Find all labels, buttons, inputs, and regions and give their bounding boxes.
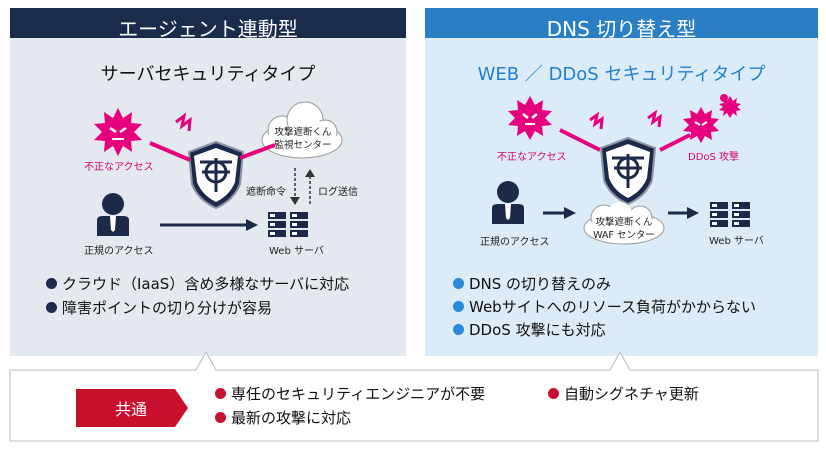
ddos-malware-icon-large [683,107,719,143]
right-bullet-1: DNS の切り替えのみ [453,273,611,294]
left-malicious-label: 不正なアクセス [84,162,154,173]
bullet-dot [215,388,226,399]
waf-cloud-icon [583,202,665,245]
log-send-label: ログ送信 [318,187,358,198]
user-icon [97,193,129,236]
lightning-icon-right-2 [647,109,662,128]
server-icon-right [710,202,750,227]
attack-ray-4 [239,143,276,160]
common-item-3: 最新の攻撃に対応 [215,407,351,428]
left-bullet-1: クラウド（IaaS）含め多様なサーバに対応 [46,273,349,294]
right-subtitle: WEB ／ DDoS セキュリティタイプ [477,64,766,85]
common-item-2: 自動シグネチャ更新 [548,383,699,404]
ddos-malware-icon-small-2 [720,94,728,102]
bullet-dot [46,278,57,289]
common-tag [76,389,188,427]
bullet-dot [46,302,57,313]
attack-ray-1 [559,128,601,152]
block-command-label: 遮断命令 [246,187,286,198]
bullet-dot [453,301,464,312]
right-legit-label: 正規のアクセス [480,237,550,248]
server-icon [268,212,308,237]
bullet-dot [215,412,226,423]
bullet-dot [548,388,559,399]
common-box [9,350,819,442]
attack-ray-2 [659,133,691,152]
right-bullet-2: Webサイトへのリソース負荷がかからない [453,296,756,317]
cloud-icon [261,101,343,159]
ddos-label: DDoS 攻撃 [688,152,740,163]
bullet-dot [453,324,464,335]
left-legit-label: 正規のアクセス [84,246,154,257]
malware-icon-right-1 [508,96,552,140]
right-server-label: Web サーバ [709,236,764,247]
shield-icon [187,140,245,210]
right-malicious-label: 不正なアクセス [497,152,567,163]
attack-ray-3 [149,141,191,162]
left-bullet-2: 障害ポイントの切り分けが容易 [46,297,272,318]
bullet-dot [453,278,464,289]
lightning-icon [175,112,192,132]
common-tag-label: 共通 [114,400,147,419]
common-item-1: 専任のセキュリティエンジニアが不要 [215,383,485,404]
left-subtitle: サーバセキュリティタイプ [100,64,316,85]
left-cloud-label: 攻撃遮断くん監視センター [274,127,332,151]
right-bullet-3: DDoS 攻撃にも対応 [453,319,606,340]
malware-icon [94,108,142,156]
lightning-icon-right-1 [589,111,604,130]
shield-icon-right [599,136,657,206]
user-icon-right [492,181,524,224]
left-server-label: Web サーバ [269,246,324,257]
